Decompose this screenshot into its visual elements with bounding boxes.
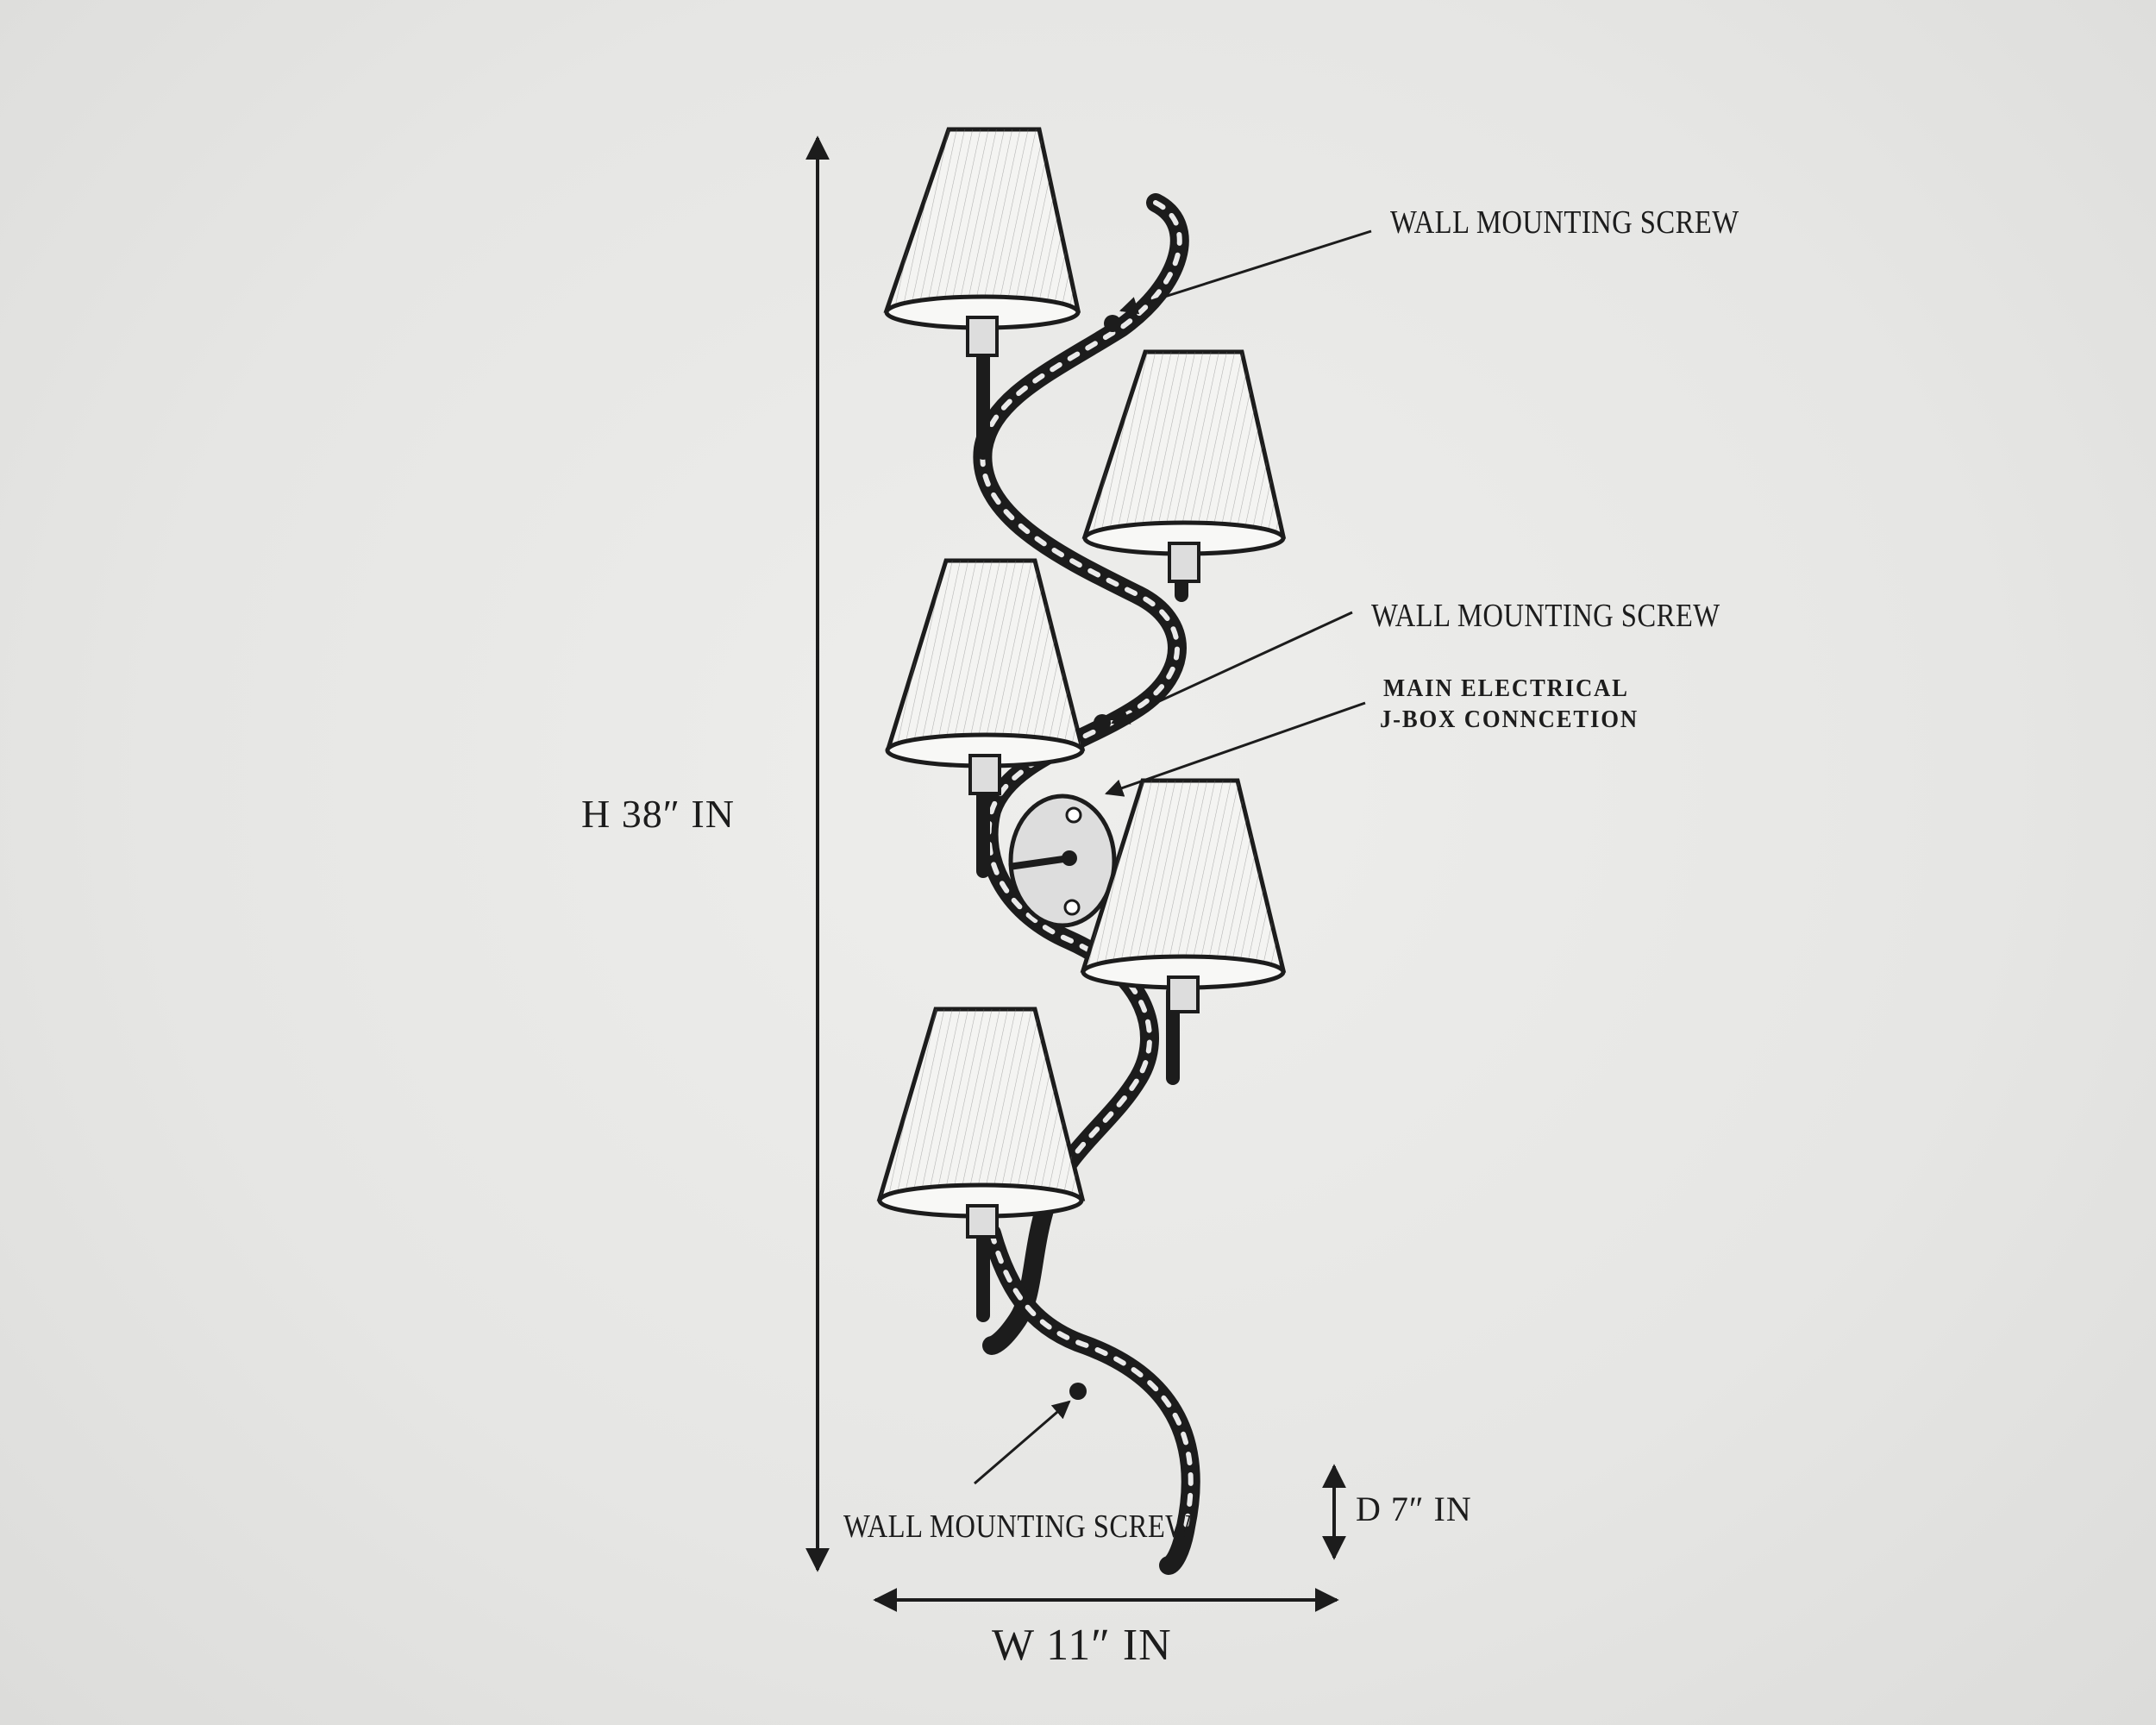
label-screw-bottom: WALL MOUNTING SCREW	[843, 1509, 1193, 1545]
label-jbox-line2: J-BOX CONNCETION	[1380, 706, 1639, 733]
leader-jbox	[1105, 701, 1366, 797]
leader-screw-bottom	[974, 1400, 1071, 1485]
label-screw-middle: WALL MOUNTING SCREW	[1371, 598, 1720, 634]
lamp-shade-3	[885, 558, 1086, 795]
lamp-shade-4	[1080, 778, 1287, 1013]
mounting-screws	[1069, 315, 1121, 1400]
lamp-shade-5	[876, 1007, 1086, 1239]
label-screw-top: WALL MOUNTING SCREW	[1390, 204, 1739, 241]
depth-label: D 7″ IN	[1356, 1490, 1472, 1528]
height-label: H 38″ IN	[581, 792, 735, 836]
leader-screw-middle	[1111, 611, 1353, 724]
lamp-shade-1	[883, 127, 1081, 357]
lamp-shade-2	[1081, 349, 1287, 583]
width-label: W 11″ IN	[992, 1621, 1172, 1670]
label-jbox-line1: MAIN ELECTRICAL	[1383, 674, 1629, 702]
leader-screw-top	[1119, 229, 1372, 315]
junction-box-plate	[1008, 794, 1117, 928]
